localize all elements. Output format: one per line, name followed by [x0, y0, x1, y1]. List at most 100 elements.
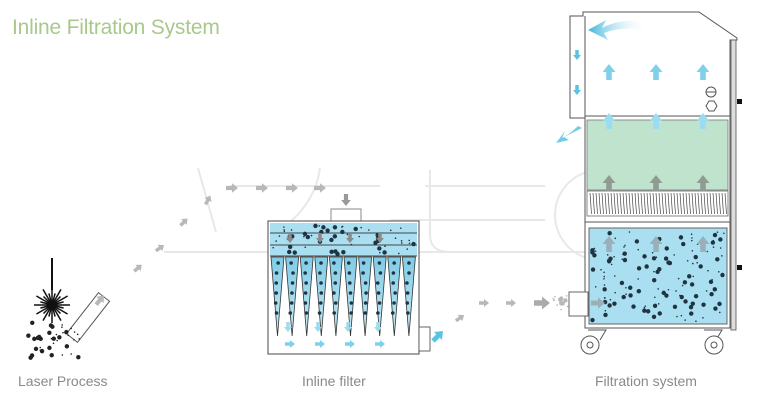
particle: [30, 320, 35, 325]
particle: [303, 291, 308, 295]
particle: [329, 237, 334, 243]
particle: [61, 326, 63, 328]
inline-filter-graphic: [267, 208, 443, 355]
pleat: [592, 192, 595, 215]
flow-arrow-icon: [203, 195, 212, 206]
particle: [364, 291, 368, 295]
flow-arrow-icon: [179, 218, 188, 227]
particle: [329, 249, 334, 255]
flow-arrow-icon: [315, 340, 325, 348]
flow-arrow-icon: [341, 194, 351, 206]
particle: [701, 302, 706, 307]
pleat: [697, 192, 700, 215]
particle: [692, 275, 695, 278]
particle: [36, 334, 42, 340]
particle: [687, 274, 692, 279]
particle: [715, 257, 720, 262]
flow-arrow-icon: [314, 322, 322, 332]
particle: [363, 311, 368, 315]
particle: [318, 225, 321, 227]
particle: [684, 319, 686, 321]
pleat: [670, 192, 673, 215]
burst-ray: [52, 307, 62, 321]
particle: [666, 257, 668, 260]
filter-cone: [328, 256, 343, 337]
particle: [286, 249, 292, 255]
particle: [609, 298, 612, 301]
particle: [622, 253, 624, 255]
filter-cone: [387, 256, 402, 337]
particle: [652, 278, 657, 283]
particle: [653, 270, 655, 273]
particle: [340, 229, 345, 235]
burst-core: [47, 300, 57, 310]
particle: [317, 311, 322, 315]
particle: [272, 246, 275, 249]
particle: [636, 266, 642, 271]
particle: [292, 250, 297, 255]
burst-ray: [42, 307, 52, 321]
particle: [642, 308, 647, 313]
particle: [688, 304, 694, 310]
flow-arrow-icon: [344, 322, 352, 332]
flow-arrow-icon: [284, 322, 292, 332]
flow-arrow-icon: [226, 183, 238, 193]
particle: [602, 287, 607, 292]
particle: [623, 246, 625, 248]
particle: [304, 281, 308, 285]
particle: [389, 229, 392, 232]
particle: [681, 241, 686, 247]
particle: [655, 256, 658, 258]
caster-wheel-right: [704, 329, 724, 355]
pleat: [658, 192, 661, 215]
particle: [319, 261, 323, 265]
particle: [289, 301, 294, 305]
particle: [690, 301, 695, 306]
particle: [382, 250, 387, 255]
pleat: [601, 192, 604, 215]
particle: [672, 304, 678, 309]
particle: [347, 281, 352, 285]
particle: [652, 303, 658, 308]
flow-arrow-icon: [285, 340, 295, 348]
flow-arrows-to-system: [454, 295, 569, 323]
particle: [691, 249, 694, 252]
particle: [291, 271, 295, 275]
particle: [394, 237, 397, 240]
particle: [677, 277, 680, 280]
particle: [607, 303, 612, 308]
exhaust-arrow-side-icon: [556, 126, 582, 143]
particle: [332, 311, 336, 315]
pleat: [667, 192, 670, 215]
particle: [678, 235, 684, 240]
pleat: [676, 192, 679, 215]
particle: [689, 282, 695, 287]
flow-arrow-icon: [573, 85, 581, 95]
particle: [667, 288, 670, 291]
caption-inline-filter: Inline filter: [302, 373, 366, 389]
particle: [290, 291, 294, 295]
particle: [690, 233, 693, 236]
particle: [39, 348, 45, 354]
pleat: [652, 192, 655, 215]
particle: [712, 287, 717, 292]
inline-filter-arrows: [284, 233, 443, 348]
particle: [303, 271, 307, 275]
particle: [702, 317, 704, 319]
particle: [51, 336, 56, 341]
particle: [603, 277, 605, 280]
filter-cone: [401, 256, 416, 337]
particle: [706, 250, 709, 253]
particle: [691, 239, 693, 242]
pleat: [637, 192, 640, 215]
particle: [561, 300, 563, 303]
particle: [642, 254, 647, 259]
particle: [566, 305, 569, 308]
particle: [39, 346, 42, 349]
particle: [278, 235, 281, 237]
particle: [718, 311, 721, 314]
particle: [390, 311, 395, 315]
pleat: [724, 192, 727, 215]
particle: [349, 311, 353, 315]
particle: [666, 260, 671, 265]
